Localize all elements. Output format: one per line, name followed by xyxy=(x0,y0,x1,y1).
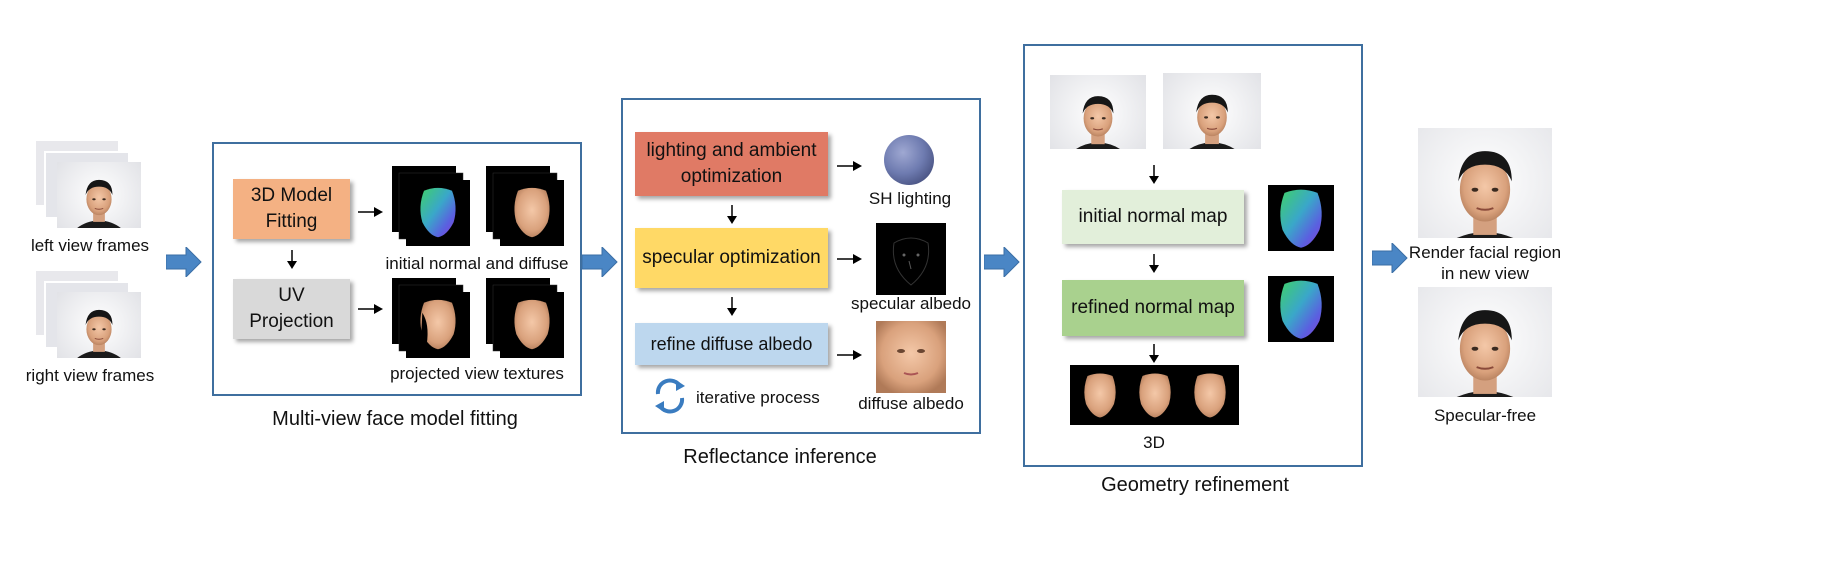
person-photo-icon xyxy=(1050,75,1146,149)
right-view-photo xyxy=(1163,73,1261,149)
initial-normal-stack-icon xyxy=(392,166,470,246)
render-new-view-label: Render facial region in new view xyxy=(1408,243,1562,283)
right-arrow-icon xyxy=(358,304,383,314)
down-arrow-icon xyxy=(727,205,737,224)
right-arrow-icon xyxy=(837,350,862,360)
initial-normal-image xyxy=(1268,185,1334,251)
sh-lighting-label: SH lighting xyxy=(868,189,952,208)
left-view-frames xyxy=(35,140,145,232)
projected-texture-stack-icon xyxy=(486,278,564,358)
down-arrow-icon xyxy=(727,297,737,316)
person-photo-icon xyxy=(1418,287,1552,397)
initial-diffuse-stack-icon xyxy=(486,166,564,246)
render-new-view-photo xyxy=(1418,128,1552,238)
projected-texture-stack-icon xyxy=(392,278,470,358)
model-fitting-box: 3D Model Fitting xyxy=(233,179,350,239)
person-photo-icon xyxy=(1163,73,1261,149)
left-view-photo xyxy=(1050,75,1146,149)
block-arrow-icon xyxy=(1372,243,1408,273)
down-arrow-icon xyxy=(1149,165,1159,184)
panel1-title: Multi-view face model fitting xyxy=(272,408,518,430)
person-photo-icon xyxy=(1418,128,1552,238)
diffuse-albedo-label: diffuse albedo xyxy=(858,394,964,413)
panel2-title: Reflectance inference xyxy=(683,446,877,468)
specular-albedo-icon xyxy=(892,237,930,286)
diffuse-albedo-image xyxy=(876,321,946,393)
iterative-process-label: iterative process xyxy=(696,388,820,407)
specular-albedo-image xyxy=(876,223,946,295)
specular-albedo-label: specular albedo xyxy=(850,294,972,313)
initial-normal-diffuse-label: initial normal and diffuse xyxy=(385,254,569,273)
right-arrow-icon xyxy=(358,207,383,217)
initial-normal-map-box: initial normal map xyxy=(1062,190,1244,244)
iterative-cycle-icon xyxy=(655,378,685,414)
diffuse-albedo-icon xyxy=(876,321,946,393)
refined-normal-map-box: refined normal map xyxy=(1062,280,1244,336)
right-view-frames xyxy=(35,270,145,362)
3d-face-renders-icon xyxy=(1084,373,1226,418)
3d-renders-strip xyxy=(1070,365,1239,425)
specular-free-photo xyxy=(1418,287,1552,397)
refine-diffuse-box: refine diffuse albedo xyxy=(635,323,828,365)
right-arrow-icon xyxy=(837,254,862,264)
right-arrow-icon xyxy=(837,161,862,171)
3d-label: 3D xyxy=(1143,433,1165,452)
normal-map-icon xyxy=(1280,189,1322,248)
block-arrow-icon xyxy=(984,247,1020,277)
down-arrow-icon xyxy=(287,250,297,269)
normal-map-icon xyxy=(1280,280,1322,339)
down-arrow-icon xyxy=(1149,254,1159,273)
block-arrow-icon xyxy=(166,247,202,277)
panel3-title: Geometry refinement xyxy=(1101,474,1289,496)
uv-projection-box: UV Projection xyxy=(233,279,350,339)
lighting-optimization-box: lighting and ambient optimization xyxy=(635,132,828,196)
left-view-frames-label: left view frames xyxy=(30,236,150,255)
projected-textures-label: projected view textures xyxy=(390,364,564,383)
block-arrow-icon xyxy=(582,247,618,277)
right-view-frames-label: right view frames xyxy=(25,366,155,385)
specular-free-label: Specular-free xyxy=(1433,406,1537,425)
specular-optimization-box: specular optimization xyxy=(635,228,828,288)
refined-normal-image xyxy=(1268,276,1334,342)
down-arrow-icon xyxy=(1149,344,1159,363)
sh-lighting-sphere-icon xyxy=(884,135,934,185)
right-frame-stack-icon xyxy=(35,270,141,358)
left-frame-stack-icon xyxy=(35,140,141,228)
